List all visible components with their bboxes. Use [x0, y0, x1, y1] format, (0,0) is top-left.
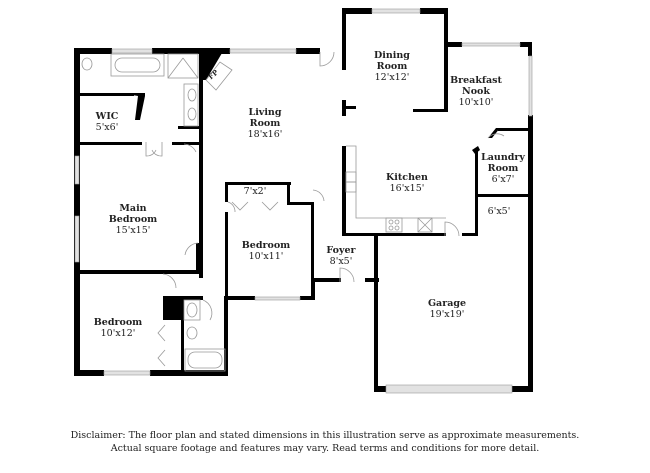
disclaimer: Disclaimer: The floor plan and stated di…: [0, 429, 650, 455]
room-label-bedroom-2: Bedroom 10'x11': [242, 240, 290, 262]
room-name: Garage: [427, 298, 467, 309]
room-label-dining: Dining Room 12'x12': [374, 50, 410, 83]
room-label-living: Living Room 18'x16': [248, 107, 283, 140]
room-name: Breakfast: [450, 75, 502, 86]
room-label-wic: WIC 5'x6': [96, 111, 119, 133]
room-label-garage: Garage 19'x19': [428, 298, 466, 320]
room-dims: 6'x5': [487, 206, 511, 217]
room-label-mudroom: 6'x5': [488, 206, 511, 217]
room-dims: 10'x10': [458, 97, 494, 108]
room-label-laundry: Laundry Room 6'x7': [481, 152, 525, 185]
room-dims: 5'x6': [95, 122, 119, 133]
room-name: Laundry: [481, 152, 525, 163]
room-name: Dining: [374, 50, 410, 61]
room-dims: 10'x12': [100, 328, 136, 339]
room-name: WIC: [95, 111, 119, 122]
room-label-breakfast-nook: Breakfast Nook 10'x10': [450, 75, 502, 108]
room-dims: 10'x11': [248, 251, 284, 262]
room-name: Kitchen: [386, 172, 428, 183]
room-name: Foyer: [326, 245, 356, 256]
walls: [74, 8, 533, 392]
room-label-foyer: Foyer 8'x5': [326, 245, 355, 267]
room-name: Bedroom: [93, 317, 143, 328]
room-name: Room: [487, 163, 519, 174]
doors: [145, 51, 505, 367]
room-name: Main: [119, 203, 147, 214]
room-label-kitchen: Kitchen 16'x15': [386, 172, 428, 194]
room-dims: 18'x16': [247, 129, 283, 140]
room-dims: 16'x15': [389, 183, 425, 194]
room-name: Nook: [462, 86, 490, 97]
room-label-closet: 7'x2': [244, 186, 267, 197]
room-name: Bedroom: [241, 240, 291, 251]
room-name: Room: [249, 118, 281, 129]
room-name: Bedroom: [108, 214, 158, 225]
room-label-bedroom-3: Bedroom 10'x12': [94, 317, 142, 339]
room-dims: 19'x19': [429, 309, 465, 320]
room-name: Room: [376, 61, 408, 72]
room-dims: 15'x15': [115, 225, 151, 236]
room-dims: 8'x5': [329, 256, 353, 267]
windows: [74, 8, 533, 394]
room-label-main-bedroom: Main Bedroom 15'x15': [109, 203, 157, 236]
disclaimer-line-1: Disclaimer: The floor plan and stated di…: [70, 430, 580, 441]
disclaimer-line-2: Actual square footage and features may v…: [110, 443, 540, 454]
room-dims: 6'x7': [491, 174, 515, 185]
room-dims: 12'x12': [374, 72, 410, 83]
room-dims: 7'x2': [243, 186, 267, 197]
room-name: Living: [248, 107, 282, 118]
fixtures: [81, 53, 446, 372]
